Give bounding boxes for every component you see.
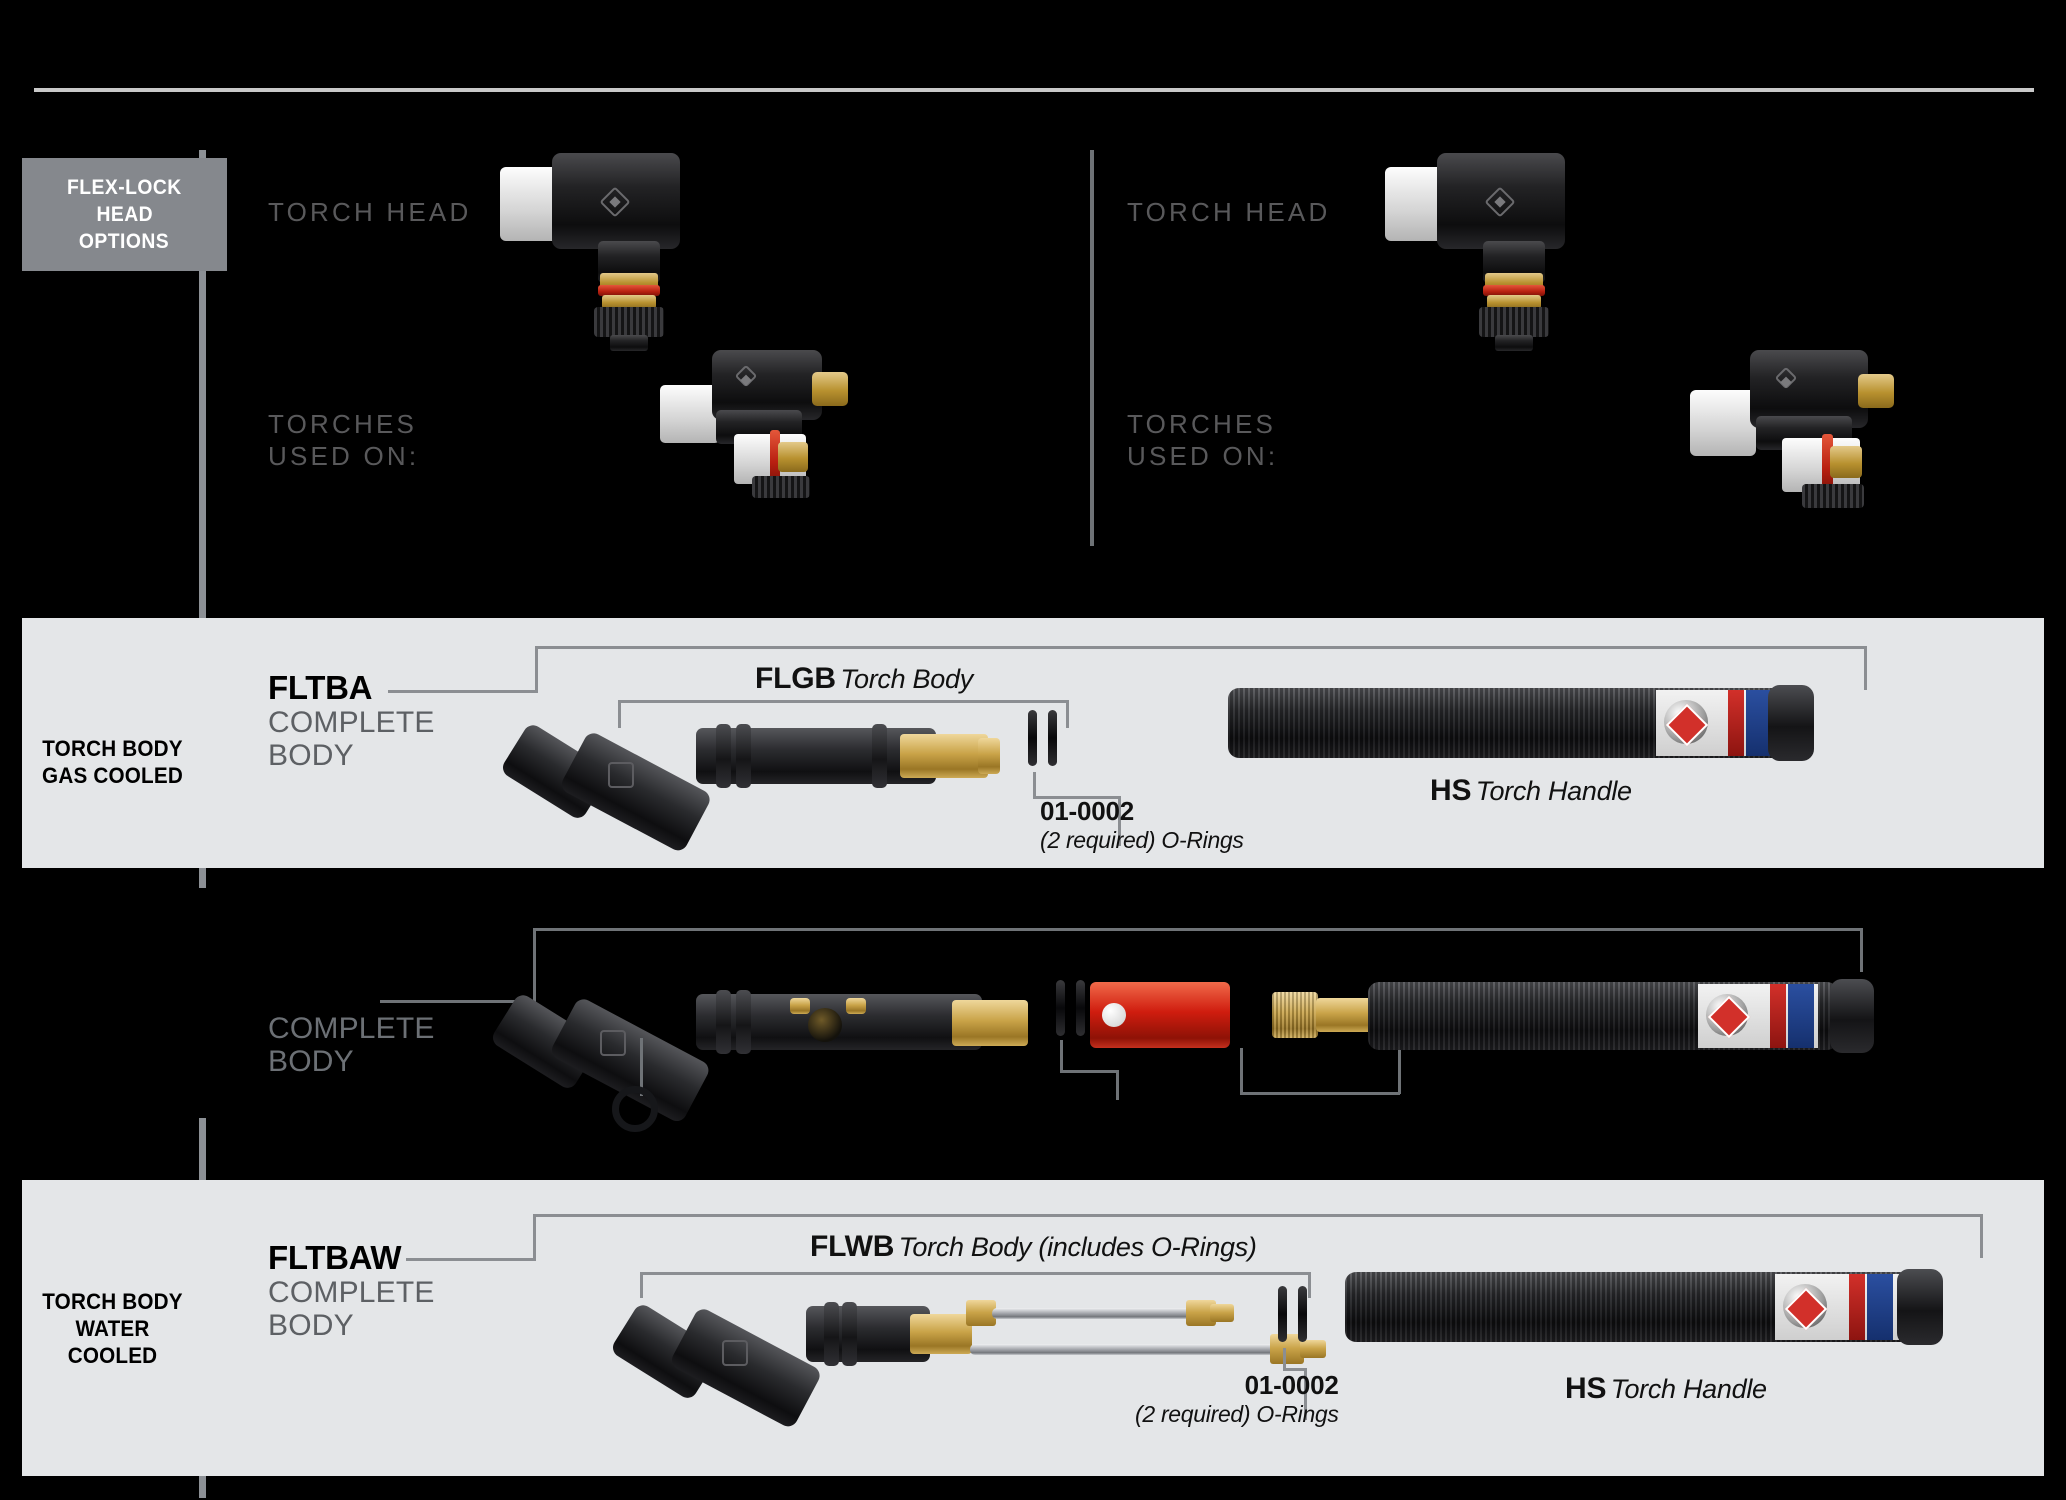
leader-oring-water-h xyxy=(1283,1368,1307,1371)
bracket-fltbaw-top xyxy=(533,1214,1983,1217)
torches-used-on-label-right: TORCHES USED ON: xyxy=(1127,409,1279,471)
body-code-fltba-sub2: BODY xyxy=(268,739,354,772)
body-code-middle-sub1: COMPLETE xyxy=(268,1012,435,1045)
leader-oring-middle-h xyxy=(1060,1070,1118,1073)
body-code-fltba: FLTBA COMPLETE BODY xyxy=(268,669,435,773)
torch-head-label-left: TORCH HEAD xyxy=(268,197,472,227)
art-handle-middle xyxy=(1368,979,1888,1062)
body-code-middle: COMPLETE BODY xyxy=(268,1012,435,1078)
tab-line-3: OPTIONS xyxy=(79,230,170,253)
leader-fltba-horizontal xyxy=(388,690,538,693)
callout-flwb: FLWB Torch Body (includes O-Rings) xyxy=(810,1230,1257,1264)
body-code-middle-sub2: BODY xyxy=(268,1045,354,1078)
leader-oring-water-left xyxy=(1283,1348,1286,1370)
torch-head-photo-left-lower xyxy=(660,330,900,510)
leader-brass-middle-right xyxy=(1398,1048,1401,1094)
bracket-fltba-top xyxy=(535,646,1867,649)
callout-hs-gas-desc: Torch Handle xyxy=(1475,776,1632,806)
side-label-water-cooled: TORCH BODY WATER COOLED xyxy=(42,1289,183,1368)
bracket-flgb-right xyxy=(1066,700,1069,728)
leader-oring-gas-horizontal xyxy=(1033,796,1121,799)
leader-oring-middle-down xyxy=(1116,1070,1119,1100)
torch-head-label-right: TORCH HEAD xyxy=(1127,197,1331,227)
art-red-insulator xyxy=(1090,982,1230,1048)
leader-fltbaw-corner xyxy=(533,1216,536,1261)
body-code-fltbaw-sub1: COMPLETE xyxy=(268,1276,435,1309)
bracket-flwb-left xyxy=(640,1272,643,1298)
callout-hs-gas-pn: HS xyxy=(1430,774,1472,807)
leader-oring-middle-left xyxy=(1060,1040,1063,1072)
body-code-fltbaw-value: FLTBAW xyxy=(268,1239,402,1276)
callout-flgb: FLGB Torch Body xyxy=(755,662,973,696)
callout-flgb-pn: FLGB xyxy=(755,662,836,695)
bracket-flgb-left xyxy=(618,700,621,728)
leader-oring-circle-middle xyxy=(640,1038,643,1096)
callout-oring-gas-pn: 01-0002 xyxy=(1040,796,1135,826)
body-code-fltbaw: FLTBAW COMPLETE BODY xyxy=(268,1239,435,1343)
leader-oring-gas-down xyxy=(1118,796,1121,846)
bracket-flwb-top xyxy=(640,1272,1310,1275)
side-label-gas-cooled: TORCH BODY GAS COOLED xyxy=(42,736,183,788)
callout-hs-water-desc: Torch Handle xyxy=(1610,1374,1767,1404)
art-hs-handle-water xyxy=(1345,1269,1985,1358)
art-middle-torch-body xyxy=(489,960,1050,1125)
bracket-flwb-right xyxy=(1308,1272,1311,1298)
torch-head-photo-left-upper xyxy=(500,145,700,355)
bracket-fltba-right xyxy=(1864,646,1867,690)
callout-flwb-desc: Torch Body (includes O-Rings) xyxy=(898,1232,1257,1262)
body-code-fltba-value: FLTBA xyxy=(268,669,373,706)
art-flgb-torch-body xyxy=(499,690,1020,854)
leader-middle-horizontal xyxy=(380,1000,535,1003)
bracket-middle-right xyxy=(1860,928,1863,972)
leader-oring-water-down xyxy=(1304,1368,1307,1420)
torches-used-on-label-left: TORCHES USED ON: xyxy=(268,409,420,471)
callout-hs-gas: HS Torch Handle xyxy=(1430,774,1632,808)
callout-oring-water-desc: (2 required) O-Rings xyxy=(1135,1401,1339,1427)
leader-brass-middle-left xyxy=(1240,1048,1243,1094)
callout-oring-gas-desc: (2 required) O-Rings xyxy=(1040,827,1244,853)
callout-hs-water: HS Torch Handle xyxy=(1565,1372,1767,1406)
flex-lock-head-options-tab: FLEX-LOCK HEAD OPTIONS xyxy=(22,158,227,271)
callout-oring-gas: 01-0002 (2 required) O-Rings xyxy=(1040,796,1244,854)
leader-fltbaw-horizontal xyxy=(406,1258,536,1261)
torch-head-photo-right-upper xyxy=(1385,145,1585,355)
body-code-fltba-sub1: COMPLETE xyxy=(268,706,435,739)
art-oring-circle-middle xyxy=(612,1086,658,1132)
leader-middle-corner xyxy=(533,930,536,1002)
bracket-flgb-top xyxy=(618,700,1068,703)
torch-head-photo-right-lower xyxy=(1690,350,1970,530)
tab-line-1: FLEX-LOCK xyxy=(67,176,182,199)
leader-oring-gas-left xyxy=(1033,772,1036,798)
body-code-fltbaw-sub2: BODY xyxy=(268,1309,354,1342)
tab-line-2: HEAD xyxy=(96,203,153,226)
bracket-middle-top xyxy=(533,928,1863,931)
callout-oring-water: 01-0002 (2 required) O-Rings xyxy=(1135,1370,1339,1428)
callout-oring-water-pn: 01-0002 xyxy=(1244,1370,1339,1400)
callout-flwb-pn: FLWB xyxy=(810,1230,895,1263)
callout-hs-water-pn: HS xyxy=(1565,1372,1607,1405)
bracket-fltbaw-right xyxy=(1980,1214,1983,1258)
leader-fltba-corner xyxy=(535,648,538,693)
art-flwb-torch-body xyxy=(609,1262,1326,1442)
callout-flgb-desc: Torch Body xyxy=(840,664,973,694)
leader-brass-middle-h xyxy=(1240,1092,1400,1095)
head-options-column-divider xyxy=(1090,150,1094,546)
top-divider-rule xyxy=(34,88,2034,92)
art-hs-handle-gas xyxy=(1228,685,1856,772)
